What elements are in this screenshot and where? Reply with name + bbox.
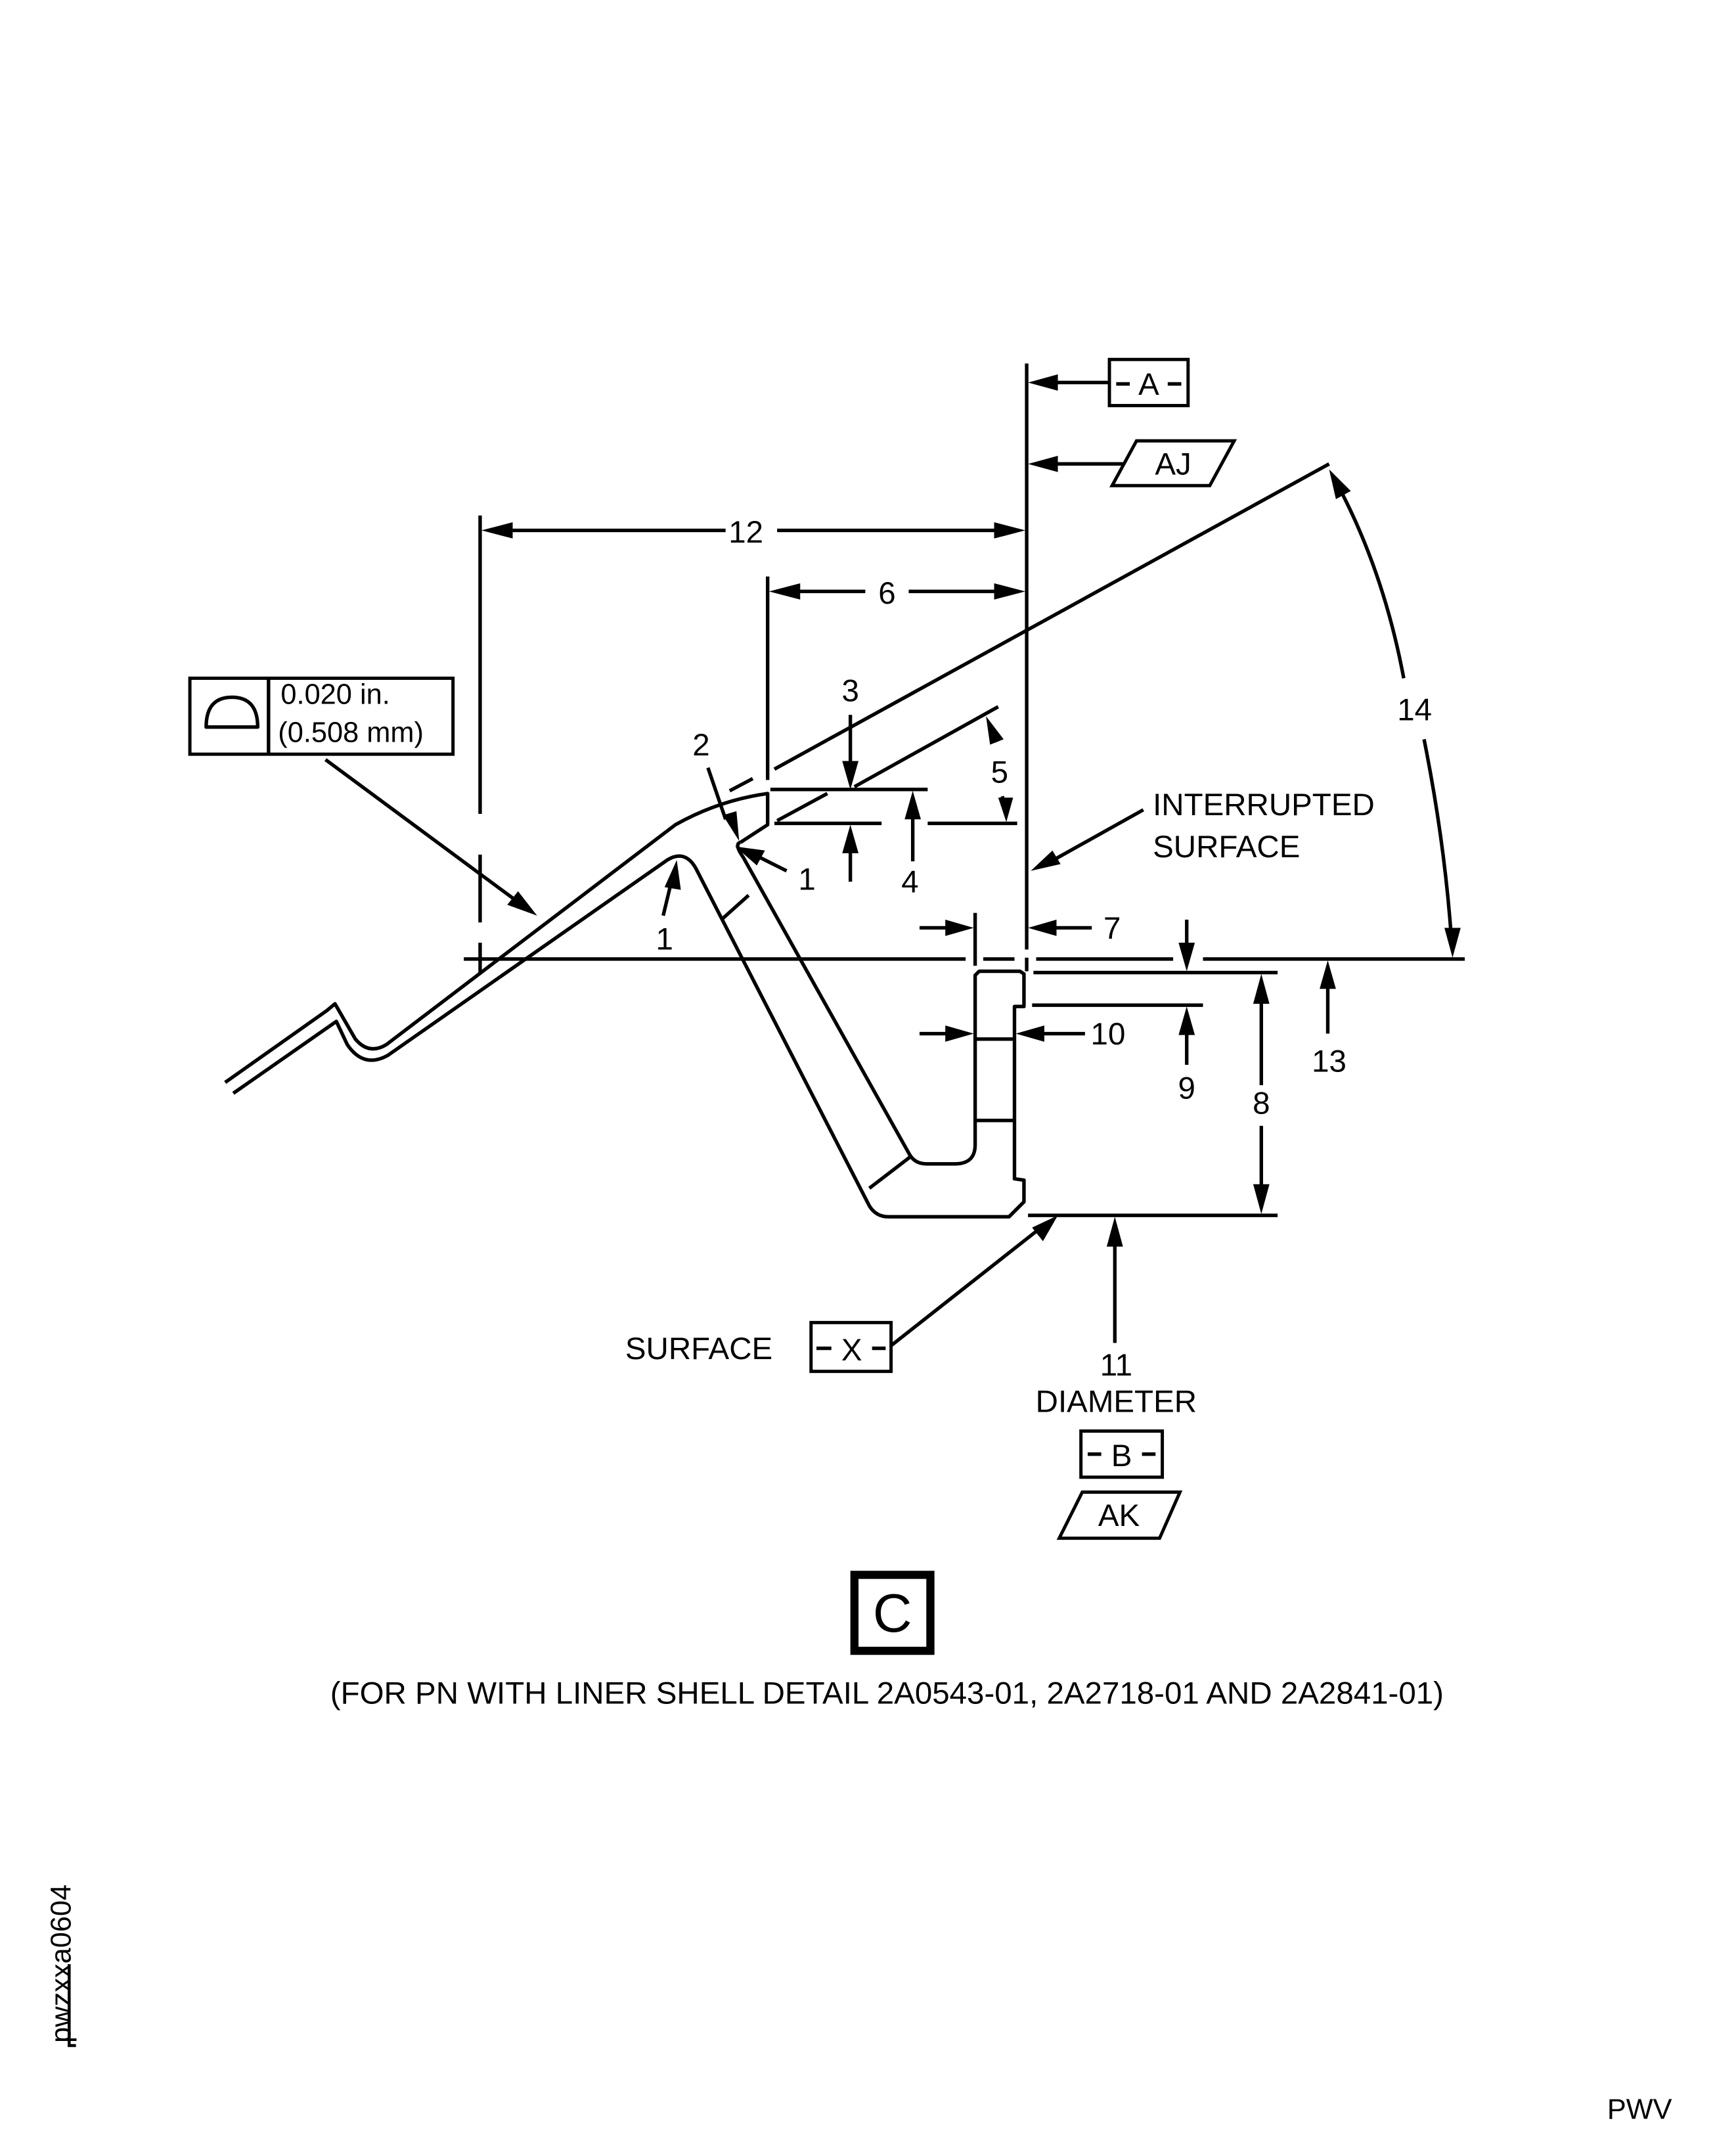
dim-13-label: 13 [1312,1044,1347,1079]
interrupted-surface-label-1: INTERRUPTED [1153,788,1375,822]
surface-label: SURFACE [625,1332,772,1366]
datum-aj-parallelogram [1109,439,1237,487]
dim-2-leader [706,767,728,820]
dim-11-arrowhead [1106,1217,1123,1247]
profile-tolerance-value-mm: (0.508 mm) [278,717,424,749]
dim-9-top-arrowhead [1178,943,1195,972]
dim-6-arrow-right [994,583,1026,600]
view-label-box [850,1571,935,1655]
dim-14-label: 14 [1397,693,1432,728]
angle-reference-line-upper [773,462,1330,771]
datum-aj-arrowhead [1028,455,1058,472]
surface-x-arrowhead [1032,1215,1058,1242]
figure-id: pwzxxa0604 [45,1885,77,2043]
datum-aj-label: AJ [1155,447,1191,482]
interrupted-surface-label-2: SURFACE [1153,830,1300,864]
liner-inner-skin [232,840,1026,1219]
dim-13-arrowhead [1320,960,1336,989]
datum-ak-parallelogram [1056,1490,1183,1540]
dim-3-label: 3 [841,674,858,709]
corner-code: PWV [1607,2094,1672,2126]
angle-reference-line-dash [728,776,754,793]
figure-id-corner-mark [68,1964,76,2048]
datum-aj-feature: AJ [1028,439,1237,487]
datum-b-label: B [1111,1439,1132,1473]
dim-7-label: 7 [1103,911,1121,946]
datum-b-feature: B [1079,1429,1165,1479]
profile-tolerance-box [188,677,455,756]
datum-a-label: A [1138,367,1159,402]
dim-3-arrowhead [842,761,859,790]
dim-9-label: 9 [1178,1071,1195,1106]
dim-5-angled-line [853,705,1000,789]
figure-id-group: pwzxxa0604 [45,1885,77,2048]
dim-6-arrow-left [768,583,801,600]
datum-a-feature: A [1028,357,1190,407]
profile-tolerance-arrowhead [507,891,537,916]
dim-5-lower-arrowhead [998,797,1013,822]
dim-5-upper-arrowhead [986,716,1004,745]
dim-11-label: 11 [1100,1348,1132,1383]
dim-5-label: 5 [991,755,1008,790]
dim-14-arc-lower [1422,738,1454,937]
dim-14-arc-upper [1334,480,1406,679]
dim-14-arrow-upper [1329,469,1351,499]
dim-5-angled-line-lower [776,792,828,822]
dim-1b-arrowhead [735,846,765,866]
liner-outer-skin [224,792,770,1085]
view-label-letter: C [873,1582,912,1644]
dim-8-lower-arrowhead [1253,1184,1270,1215]
diameter-label: DIAMETER [1036,1385,1197,1420]
part-section-line-lower [868,1155,912,1190]
dim-10-arrow-right [1015,1025,1044,1042]
dim-7-arrow-left [945,920,974,936]
dim-8-upper-arrowhead [1253,974,1270,1004]
dim-3-lower-arrowhead [842,824,859,853]
dim-10-label: 10 [1091,1017,1126,1052]
surface-x-leader [889,1228,1039,1347]
dim-1b-leader [759,855,788,873]
profile-tolerance-leader [324,758,520,904]
dim-4-arrowhead [904,790,922,820]
profile-tolerance-value-in: 0.020 in. [280,679,389,711]
dim-9-bottom-arrowhead [1178,1006,1195,1035]
dim-10-arrow-left [945,1025,974,1042]
dim-12-label: 12 [728,515,763,550]
profile-tolerance-frame: 0.020 in. (0.508 mm) [188,677,455,756]
profile-of-a-line-icon [204,695,260,729]
datum-ak-feature: AK [1056,1490,1183,1540]
dim-1a-label: 1 [656,922,673,956]
interrupted-surface-leader [1050,808,1144,863]
dim-1a-arrowhead [664,860,681,890]
part-section-line-upper [721,893,750,920]
dim-12-arrow-left [481,522,513,539]
dim-7-arrow-right [1028,920,1057,936]
dim-2-label: 2 [692,728,709,763]
dim-14-arrow-lower [1444,928,1461,958]
dim-2-arrowhead [723,811,740,841]
datum-a-arrowhead [1028,374,1058,391]
dim-6-label: 6 [878,576,895,611]
datum-x-feature: X [809,1320,893,1374]
dim-4-label: 4 [901,865,918,900]
dim-12-arrow-right [994,522,1026,539]
datum-x-label: X [841,1333,862,1368]
drawing-caption: (FOR PN WITH LINER SHELL DETAIL 2A0543-0… [330,1676,1444,1711]
datum-ak-label: AK [1098,1498,1140,1533]
interrupted-surface-arrowhead [1031,850,1061,871]
dim-8-label: 8 [1253,1086,1270,1121]
dim-1b-label: 1 [798,862,815,897]
